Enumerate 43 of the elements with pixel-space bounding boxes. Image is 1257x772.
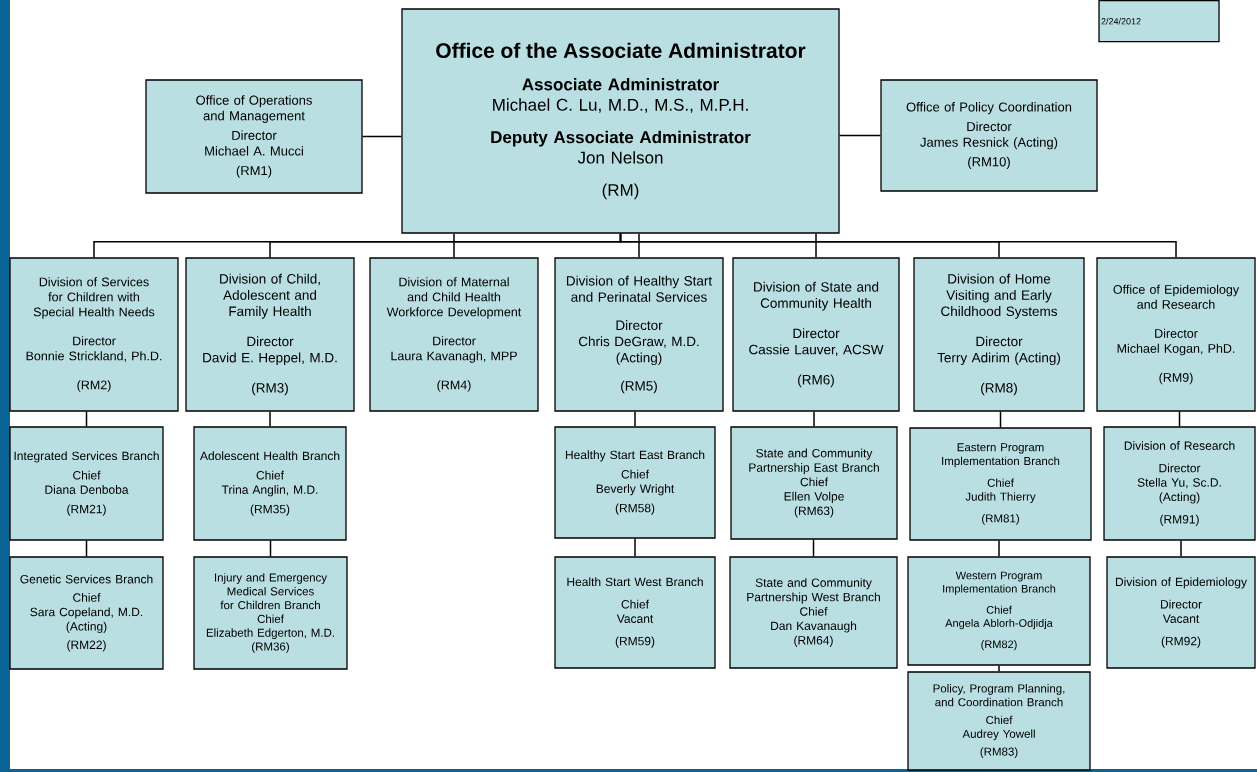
office-box: Office of the Associate Administrator Associate Administrator Michael C. Lu, M.D., M.S., M.P.H. Deputy Associate Administrator Jon Nelson (RM) bbox=[401, 8, 840, 234]
connector-line bbox=[85, 539, 88, 558]
connector-line bbox=[813, 410, 815, 428]
connector-line bbox=[361, 135, 403, 138]
office-box: Office of Policy Coordination Director James Resnick (Acting) (RM10) bbox=[880, 79, 1098, 192]
connector-line bbox=[453, 232, 455, 259]
connector-line bbox=[269, 410, 271, 428]
branch-box: Division of Epidemiology Director Vacant (RM92) bbox=[1106, 556, 1256, 669]
branch-box: Injury and Emergency Medical Services for Children Branch Chief Elizabeth Edgerton, M.D. (RM36) bbox=[193, 556, 348, 670]
date-box: 2/24/2012 bbox=[1098, 0, 1220, 43]
connector-line bbox=[634, 410, 636, 428]
connector-line bbox=[815, 232, 817, 259]
division-box: Office of Epidemiology and Research Director Michael Kogan, PhD. (RM9) bbox=[1096, 257, 1256, 412]
connector-line bbox=[1180, 539, 1182, 558]
division-box: Division of Healthy Start and Perinatal Services Director Chris DeGraw, M.D. (Acting) (RM5) bbox=[554, 257, 724, 412]
connector-line bbox=[638, 232, 640, 259]
connector-line bbox=[1178, 410, 1181, 428]
branch-box: Policy, Program Planning, and Coordination Branch Chief Audrey Yowell (RM83) bbox=[907, 671, 1091, 771]
connector-line bbox=[269, 539, 272, 558]
branch-box: Healthy Start East Branch Chief Beverly Wright (RM58) bbox=[554, 426, 716, 539]
connector-line bbox=[999, 410, 1002, 429]
connector-line bbox=[998, 664, 1000, 673]
division-box: Division of Home Visiting and Early Childhood Systems Director Terry Adirim (Acting) (RM8) bbox=[913, 257, 1085, 412]
connector-line bbox=[838, 134, 882, 137]
branch-box: Western Program Implementation Branch Chief Angela Ablorh-Odjidja (RM82) bbox=[907, 556, 1091, 666]
branch-box: Division of Research Director Stella Yu, Sc.D. (Acting) (RM91) bbox=[1103, 426, 1256, 541]
division-box: Division of State and Community Health Director Cassie Lauver, ACSW (RM6) bbox=[732, 257, 900, 412]
connector-line bbox=[619, 232, 1177, 259]
connector-line bbox=[998, 539, 1000, 558]
connector-line bbox=[634, 537, 636, 558]
division-box: Division of Child, Adolescent and Family Health Director David E. Heppel, M.D. (RM3) bbox=[185, 257, 355, 412]
branch-box: Health Start West Branch Chief Vacant (RM59) bbox=[554, 556, 716, 669]
branch-box: State and Community Partnership East Branch Chief Ellen Volpe (RM63) bbox=[730, 426, 898, 540]
division-box: Division of Maternal and Child Health Workforce Development Director Laura Kavanagh, MPP (RM4) bbox=[369, 257, 539, 412]
branch-box: Genetic Services Branch Chief Sara Copeland, M.D. (Acting) (RM22) bbox=[9, 556, 164, 670]
connector-line bbox=[812, 538, 815, 558]
branch-box: State and Community Partnership West Branch Chief Dan Kavanaugh (RM64) bbox=[729, 556, 898, 669]
branch-box: Eastern Program Implementation Branch Chief Judith Thierry (RM81) bbox=[909, 427, 1092, 541]
branch-box: Adolescent Health Branch Chief Trina Anglin, M.D. (RM35) bbox=[193, 426, 347, 541]
office-box: Office of Operations and Management Director Michael A. Mucci (RM1) bbox=[145, 79, 363, 194]
division-box: Division of Services for Children with Special Health Needs Director Bonnie Strickland, Ph.D. (RM2) bbox=[9, 257, 179, 412]
connector-line bbox=[85, 410, 88, 428]
branch-box: Integrated Services Branch Chief Diana Denboba (RM21) bbox=[9, 426, 164, 541]
